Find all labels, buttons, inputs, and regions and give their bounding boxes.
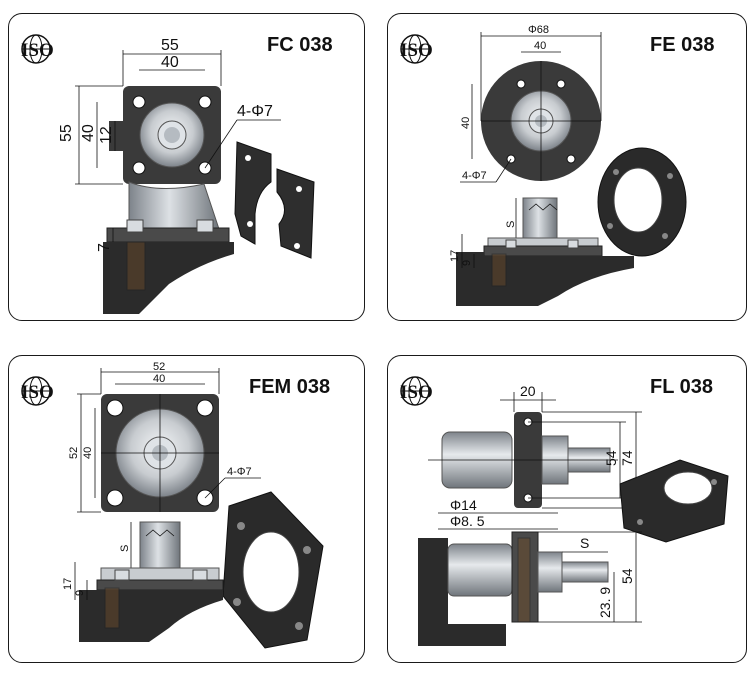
dim-flange-thickness: 7 [96, 243, 113, 252]
dim-height: 17 [449, 250, 461, 262]
dim-hole-spacing: 54 [603, 450, 619, 466]
dim-offset: 23. 9 [597, 587, 613, 618]
dim-hole-spacing-x: 40 [161, 54, 179, 71]
iso-logo-text: ISO [400, 40, 433, 61]
dim-stroke: S [119, 545, 131, 552]
dim-outer-width: 52 [153, 361, 165, 373]
dim-stroke: S [505, 221, 517, 228]
panel-fc-038: ISO FC 038 55 40 55 40 12 4-Φ7 7 [8, 13, 365, 321]
dim-holes: 4-Φ7 [237, 103, 273, 120]
iso-logo: ISO [21, 34, 54, 64]
dim-hole-spacing-y: 40 [460, 117, 472, 129]
piston-rod [139, 521, 181, 569]
flange-half-right [276, 168, 315, 259]
ground-block [456, 252, 634, 306]
ground-block [79, 590, 223, 642]
part-code: FEM 038 [249, 376, 330, 398]
dim-side-height: 54 [619, 568, 635, 584]
part-code: FL 038 [650, 376, 713, 398]
dim-outer-height: 55 [58, 124, 75, 142]
dim-holes: 4-Φ7 [462, 170, 487, 182]
flange-half-left [234, 141, 272, 245]
iso-logo: ISO [400, 376, 433, 406]
iso-logo: ISO [21, 376, 54, 406]
panel-fe-038: ISO FE 038 Φ68 40 40 4-Φ7 S 17 9 [387, 13, 747, 321]
dim-hole-spacing-y: 40 [82, 447, 94, 459]
dim-hole-spacing-x: 40 [153, 373, 165, 385]
dim-stroke: S [580, 535, 589, 551]
dim-diameter: Φ68 [528, 24, 549, 36]
piston-rod [522, 197, 558, 239]
dim-bore: Φ14 [450, 497, 477, 513]
ground-block [103, 242, 234, 314]
dim-holes: 4-Φ7 [227, 466, 252, 478]
part-code: FC 038 [267, 34, 333, 56]
iso-logo-text: ISO [400, 382, 433, 403]
cylinder-body [128, 181, 220, 230]
dim-height: 17 [62, 578, 74, 590]
dim-thickness: 9 [461, 260, 473, 266]
dim-counterbore: Φ8. 5 [450, 513, 485, 529]
dim-width: 20 [520, 383, 536, 399]
iso-logo-text: ISO [21, 40, 54, 61]
dim-boss: 12 [98, 126, 115, 144]
dim-outer-width: 55 [161, 37, 179, 54]
dim-hole-spacing-y: 40 [80, 124, 97, 142]
part-code: FE 038 [650, 34, 714, 56]
dim-thickness: 9 [74, 590, 86, 596]
dim-outer-height: 52 [68, 447, 80, 459]
iso-logo-text: ISO [21, 382, 54, 403]
panel-fem-038: ISO FEM 038 52 40 52 40 4-Φ7 S 17 9 [8, 355, 365, 663]
dim-hole-spacing-x: 40 [534, 40, 546, 52]
iso-logo: ISO [400, 34, 433, 64]
panel-fl-038: ISO FL 038 20 54 74 Φ14 Φ8. 5 S 54 23. 9 [387, 355, 747, 663]
ground-block [418, 538, 506, 646]
dim-height: 74 [619, 450, 635, 466]
